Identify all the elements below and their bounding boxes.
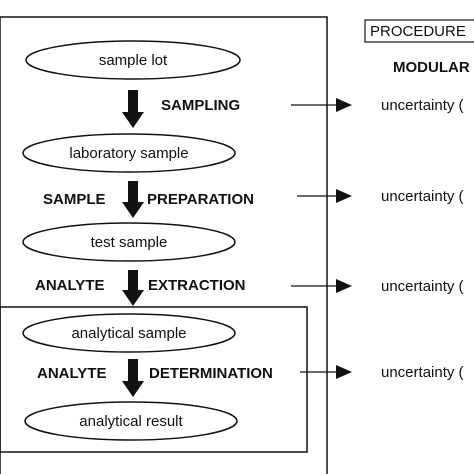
laboratory-sample-node xyxy=(22,133,236,173)
determination-connector-arrowhead-icon xyxy=(336,365,352,379)
procedure-header: PROCEDURE xyxy=(370,23,466,40)
extraction-uncertainty-label: uncertainty ( xyxy=(381,278,464,295)
sampling-arrow-icon xyxy=(122,90,144,128)
preparation-left-label: SAMPLE xyxy=(43,191,106,208)
laboratory-sample-label: laboratory sample xyxy=(69,145,188,162)
extraction-arrow-icon xyxy=(122,270,144,306)
preparation-right-label: PREPARATION xyxy=(147,191,254,208)
sample-lot-label: sample lot xyxy=(99,52,168,69)
outer-frame xyxy=(0,16,328,474)
analytical-sample-node xyxy=(22,313,236,353)
analytical-result-node xyxy=(24,401,238,441)
procedure-header-box xyxy=(364,19,474,43)
sampling-uncertainty-label: uncertainty ( xyxy=(381,97,464,114)
determination-right-label: DETERMINATION xyxy=(149,365,273,382)
test-sample-label: test sample xyxy=(91,234,168,251)
extraction-right-label: EXTRACTION xyxy=(148,277,246,294)
preparation-connector-arrowhead-icon xyxy=(336,189,352,203)
modular-header: MODULAR xyxy=(393,59,470,76)
extraction-left-label: ANALYTE xyxy=(35,277,104,294)
preparation-uncertainty-label: uncertainty ( xyxy=(381,188,464,205)
determination-uncertainty-label: uncertainty ( xyxy=(381,364,464,381)
analytical-sample-label: analytical sample xyxy=(71,325,186,342)
sampling-label: SAMPLING xyxy=(161,97,240,114)
test-sample-node xyxy=(22,222,236,262)
preparation-arrow-icon xyxy=(122,181,144,218)
determination-arrow-icon xyxy=(122,359,144,397)
extraction-connector-arrowhead-icon xyxy=(336,279,352,293)
sampling-connector-arrowhead-icon xyxy=(336,98,352,112)
determination-left-label: ANALYTE xyxy=(37,365,106,382)
analysis-frame xyxy=(0,306,308,453)
sample-lot-node xyxy=(25,40,241,80)
analytical-result-label: analytical result xyxy=(79,413,183,430)
